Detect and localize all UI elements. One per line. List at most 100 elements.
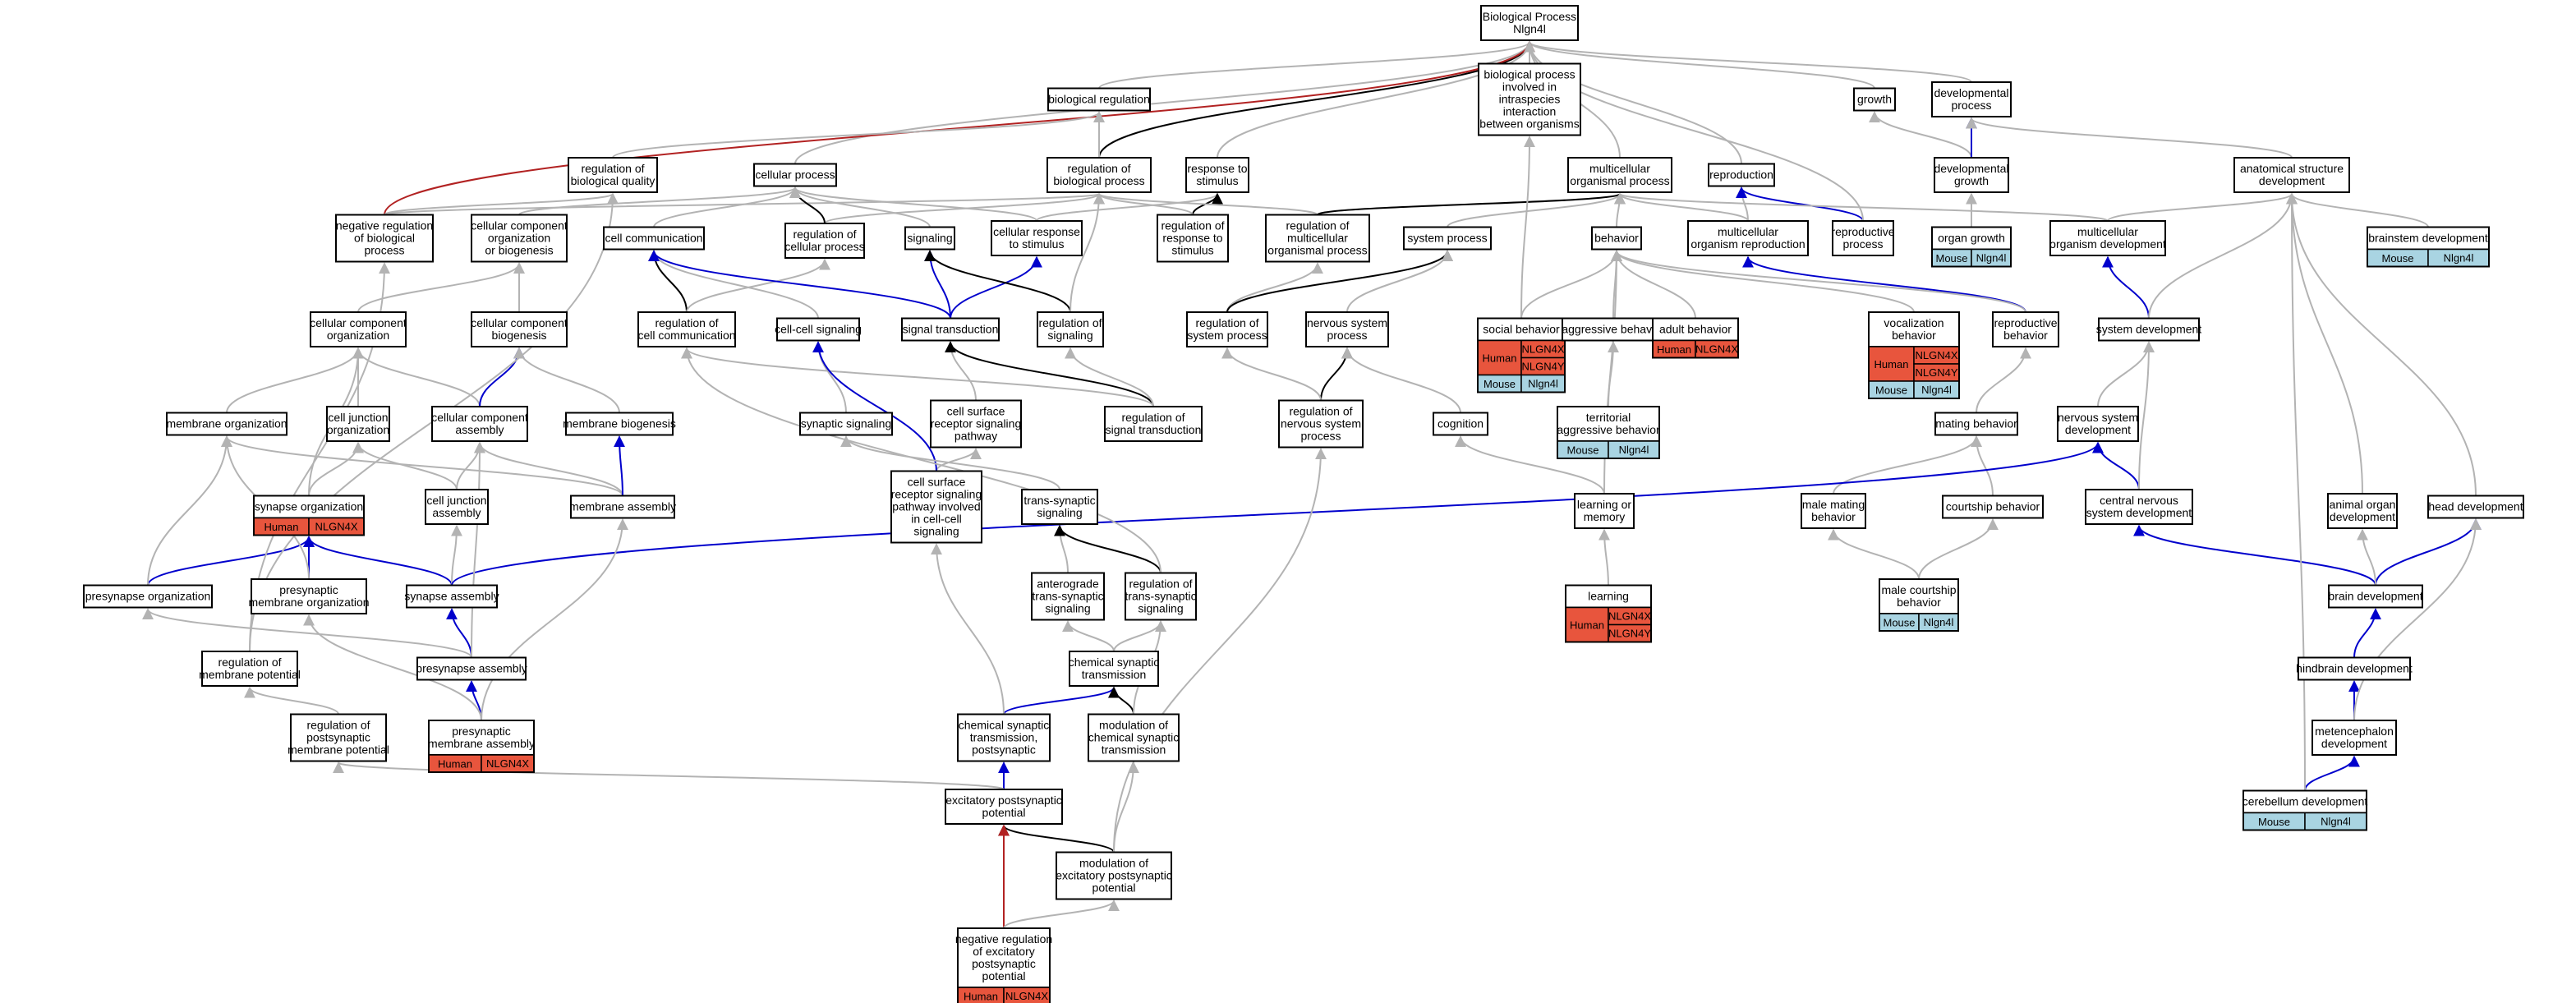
is-a-edge	[481, 518, 628, 721]
go-term-memassem[interactable]: membrane assembly	[569, 495, 676, 519]
is-a-edge	[1833, 435, 1982, 495]
go-term-sysproc[interactable]: system process	[1403, 226, 1492, 251]
go-term-bioreg[interactable]: biological regulation	[1047, 87, 1151, 112]
go-term-membio[interactable]: membrane biogenesis	[563, 412, 676, 436]
go-term-cellproc[interactable]: cellular process	[753, 163, 837, 187]
term-label: animal organ	[2330, 498, 2396, 511]
go-term-repro[interactable]: reproduction	[1708, 163, 1775, 187]
go-term-courtship[interactable]: courtship behavior	[1942, 495, 2044, 519]
term-label: signal transduction	[903, 323, 999, 336]
is-a-edge	[352, 441, 458, 490]
go-term-behavior[interactable]: behavior	[1591, 226, 1642, 251]
term-label: cell communication	[637, 329, 735, 342]
organism-label: Human	[1874, 358, 1909, 370]
go-term-synassem[interactable]: synapse assembly	[404, 584, 499, 609]
positively-regulates-edge	[1003, 686, 1120, 715]
go-term-hindbrain[interactable]: hindbrain development	[2296, 656, 2413, 681]
go-term-mating[interactable]: mating behavior	[1934, 412, 2018, 436]
go-term-headdev[interactable]: head development	[2427, 495, 2524, 519]
term-label: cell junction	[426, 494, 486, 507]
term-box	[1433, 412, 1488, 436]
term-box	[1687, 220, 1809, 256]
go-term-synsig[interactable]: synaptic signaling	[799, 412, 893, 436]
go-term-presynassem[interactable]: presynapse assembly	[416, 656, 527, 681]
go-term-sysdev[interactable]: system development	[2096, 317, 2202, 342]
term-box	[957, 713, 1051, 762]
term-label: transmission	[1102, 743, 1166, 757]
go-term-cellcomm[interactable]: cell communication	[603, 226, 705, 251]
go-term-cognition[interactable]: cognition	[1433, 412, 1488, 436]
go-term-braindev[interactable]: brain development	[2328, 584, 2423, 609]
go-term-chemsynpost[interactable]: chemical synaptictransmission,postsynapt…	[957, 713, 1051, 762]
go-term-vocal[interactable]: vocalizationbehaviorHumanNLGN4XNLGN4YMou…	[1868, 311, 1960, 399]
go-term-aggr[interactable]: aggressive behavior	[1562, 317, 1665, 342]
is-a-edge	[226, 347, 364, 413]
go-term-sigtrans[interactable]: signal transduction	[901, 317, 1000, 342]
go-term-signaling[interactable]: signaling	[904, 226, 955, 251]
go-term-memorg[interactable]: membrane organization	[166, 412, 288, 436]
go-term-growth[interactable]: growth	[1853, 87, 1896, 112]
go-term-presynorg[interactable]: presynapse organization	[83, 584, 213, 609]
go-term-cellcell[interactable]: cell-cell signaling	[775, 317, 862, 342]
